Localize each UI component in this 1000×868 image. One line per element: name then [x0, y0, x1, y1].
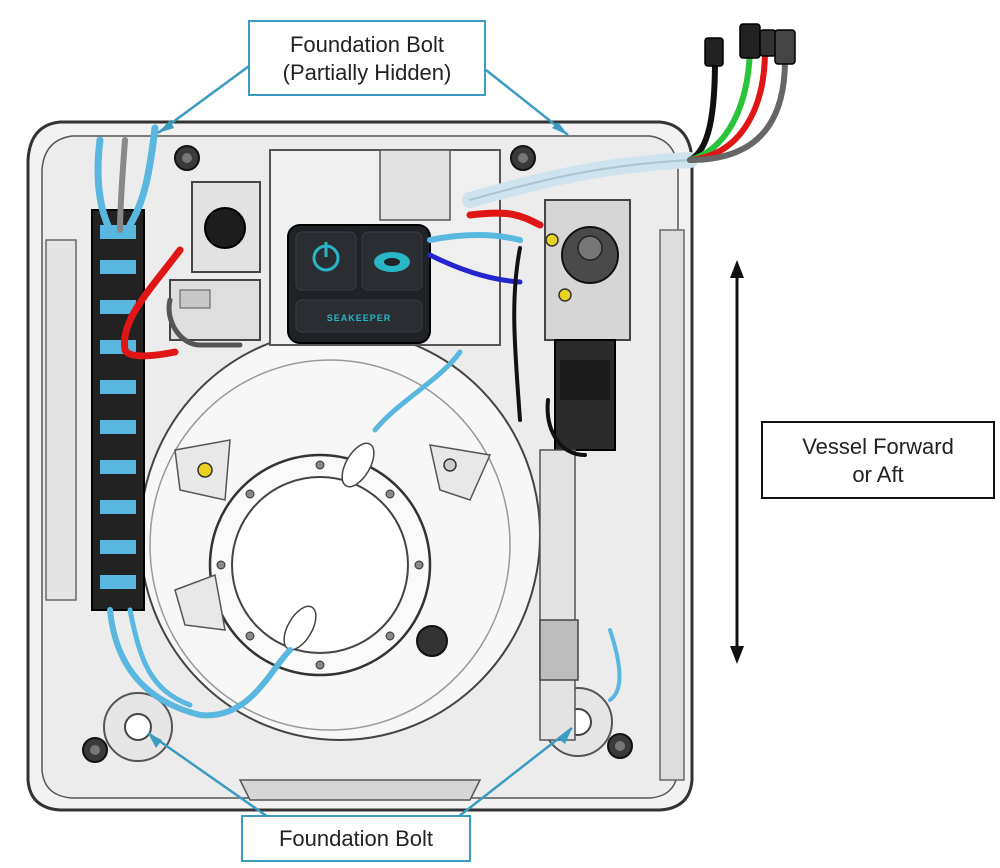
vessel-direction-arrow: [730, 260, 744, 664]
vessel-direction-line1: Vessel Forward: [802, 434, 954, 459]
callout-leader-lines: [147, 56, 573, 819]
hoses: [94, 124, 698, 719]
corner-bolt-bottom-left: [82, 737, 108, 763]
leader-arrowheads: [148, 120, 572, 748]
pump-motor: [554, 339, 616, 451]
flywheel-housing: [139, 329, 541, 741]
control-panel: SEAKEEPER: [287, 224, 431, 344]
electrical-box: [544, 199, 631, 341]
callout-bottom-text: Foundation Bolt: [278, 826, 434, 851]
callout-top-line2: (Partially Hidden): [282, 60, 452, 85]
corner-bolt-top-left: [174, 145, 200, 171]
corner-bolt-top-right: [510, 145, 536, 171]
cable-carrier-chain: [91, 209, 145, 611]
corner-bolt-bottom-right: [607, 733, 633, 759]
callout-top-line1: Foundation Bolt: [289, 32, 445, 57]
control-panel-brand: SEAKEEPER: [327, 313, 392, 323]
vessel-direction-callout: Vessel Forward or Aft: [761, 421, 995, 499]
vessel-direction-line2: or Aft: [852, 462, 904, 487]
right-rail: [539, 449, 579, 741]
power-icon: [312, 242, 340, 272]
stabilizer-icon: [374, 252, 410, 272]
foundation-bolt-boss-left: [103, 692, 173, 762]
valve-block: [169, 181, 261, 341]
foundation-bolt-partially-hidden-callout: Foundation Bolt (Partially Hidden): [248, 20, 486, 96]
external-cable-bundle: [687, 23, 796, 163]
foundation-bolt-callout: Foundation Bolt: [241, 815, 471, 862]
